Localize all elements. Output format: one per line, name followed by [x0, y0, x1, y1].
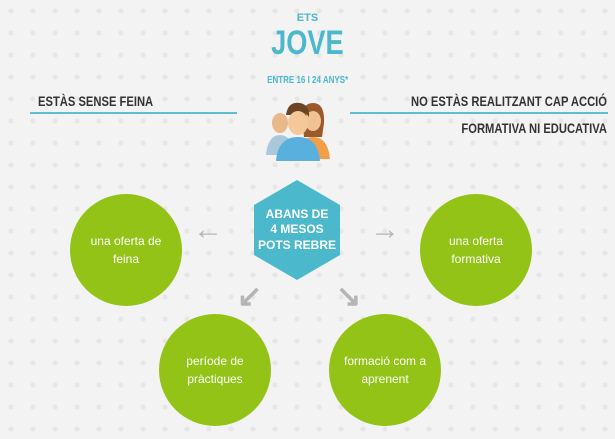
jove-title: JOVE	[271, 24, 344, 62]
divider-left	[30, 112, 237, 114]
option-line2: pràctiques	[187, 372, 243, 386]
center-line3: POTS REBRE	[257, 237, 336, 252]
option-training-offer: una oferta formativa	[420, 194, 532, 306]
right-condition-line2: FORMATIVA NI EDUCATIVA	[461, 120, 607, 136]
center-line2: 4 MESOS	[270, 222, 324, 237]
arrow-right-icon: →	[370, 213, 400, 246]
center-line1: ABANS DE	[265, 206, 329, 221]
divider-right	[350, 112, 608, 114]
option-line1: formació com a	[343, 354, 427, 368]
option-line2: aprenent	[361, 372, 409, 386]
arrow-down-left-icon: ↙	[237, 280, 263, 313]
option-apprenticeship: formació com a aprenent	[329, 314, 441, 426]
right-condition-line1: NO ESTÀS REALITZANT CAP ACCIÓ	[410, 93, 607, 109]
option-line1: una oferta de	[90, 234, 162, 248]
option-internship: període de pràctiques	[159, 314, 271, 426]
young-people-icon	[258, 97, 338, 163]
option-line1: una oferta	[448, 234, 504, 248]
option-line2: feina	[112, 252, 139, 266]
arrow-down-right-icon: ↘	[336, 280, 362, 313]
age-range: ENTRE 16 I 24 ANYS*	[266, 75, 349, 86]
arrow-left-icon: ←	[193, 213, 223, 246]
ets-label: ETS	[296, 12, 319, 24]
left-condition: ESTÀS SENSE FEINA	[38, 93, 154, 109]
option-line2: formativa	[451, 252, 501, 266]
option-line1: període de	[186, 354, 244, 368]
option-job-offer: una oferta de feina	[70, 194, 182, 306]
